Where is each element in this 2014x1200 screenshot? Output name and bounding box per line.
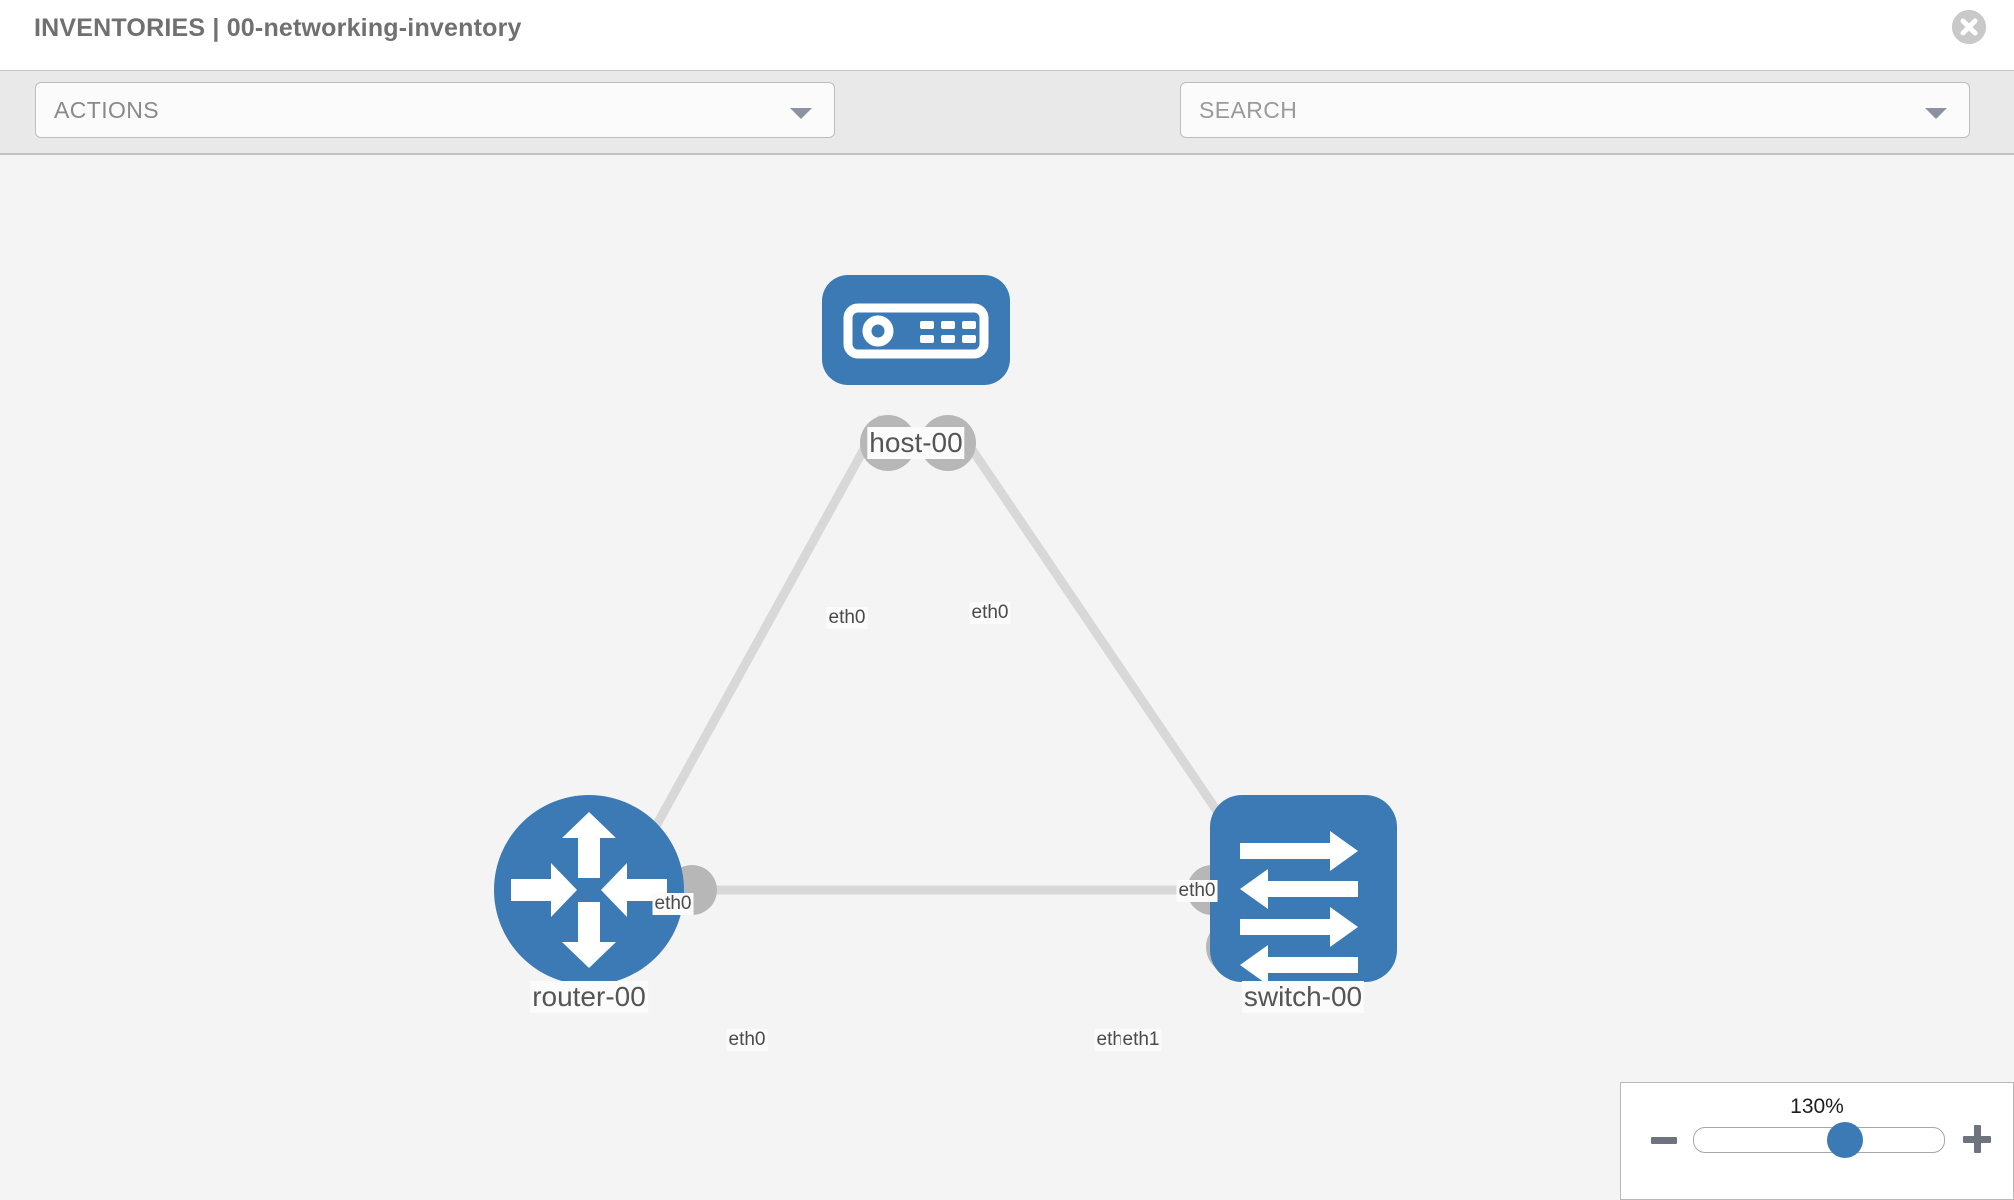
edge-label-switch-eth0-host: eth0	[1176, 880, 1218, 902]
router-arrows-icon	[511, 812, 667, 968]
edge-label-switch-eth1: eth1	[1120, 1029, 1162, 1051]
chevron-down-icon	[790, 108, 812, 119]
actions-dropdown-label: ACTIONS	[54, 97, 160, 123]
edge-label-router-eth0-switch: eth0	[726, 1029, 768, 1051]
zoom-out-button[interactable]	[1651, 1137, 1677, 1144]
edge-host-switch	[947, 415, 1245, 850]
chevron-down-icon[interactable]	[1925, 108, 1947, 119]
node-host-00	[822, 275, 1010, 385]
zoom-level-value: 130%	[1790, 1095, 1844, 1118]
search-input[interactable]: SEARCH	[1180, 82, 1970, 138]
close-icon[interactable]	[1952, 10, 1986, 44]
zoom-slider-thumb[interactable]	[1827, 1122, 1864, 1158]
switch-arrows-icon	[1240, 831, 1358, 985]
zoom-slider[interactable]	[1693, 1122, 1945, 1158]
edge-label-host-eth0-router: eth0	[826, 607, 868, 629]
actions-dropdown[interactable]: ACTIONS	[35, 82, 835, 138]
topology-graph	[494, 275, 1397, 985]
node-switch-00	[1210, 795, 1397, 985]
edge-label-router-eth0: eth0	[652, 893, 694, 915]
zoom-control-panel: 130%	[1620, 1082, 2014, 1200]
topology-canvas[interactable]: host-00 router-00 switch-00 eth0 eth0 et…	[0, 155, 2014, 1200]
node-label-router-00: router-00	[530, 981, 648, 1013]
edge-label-host-eth0-switch: eth0	[969, 602, 1011, 624]
page-header: INVENTORIES | 00-networking-inventory	[0, 0, 2014, 70]
toolbar: ACTIONS SEARCH	[0, 70, 2014, 201]
zoom-in-button[interactable]	[1963, 1125, 1991, 1153]
node-label-host-00: host-00	[867, 427, 965, 459]
node-label-switch-00: switch-00	[1241, 981, 1365, 1013]
search-placeholder: SEARCH	[1199, 97, 1298, 123]
page-title: INVENTORIES | 00-networking-inventory	[34, 14, 522, 42]
server-icon	[843, 303, 989, 359]
node-router-00	[494, 795, 684, 985]
edge-host-router	[635, 415, 885, 860]
